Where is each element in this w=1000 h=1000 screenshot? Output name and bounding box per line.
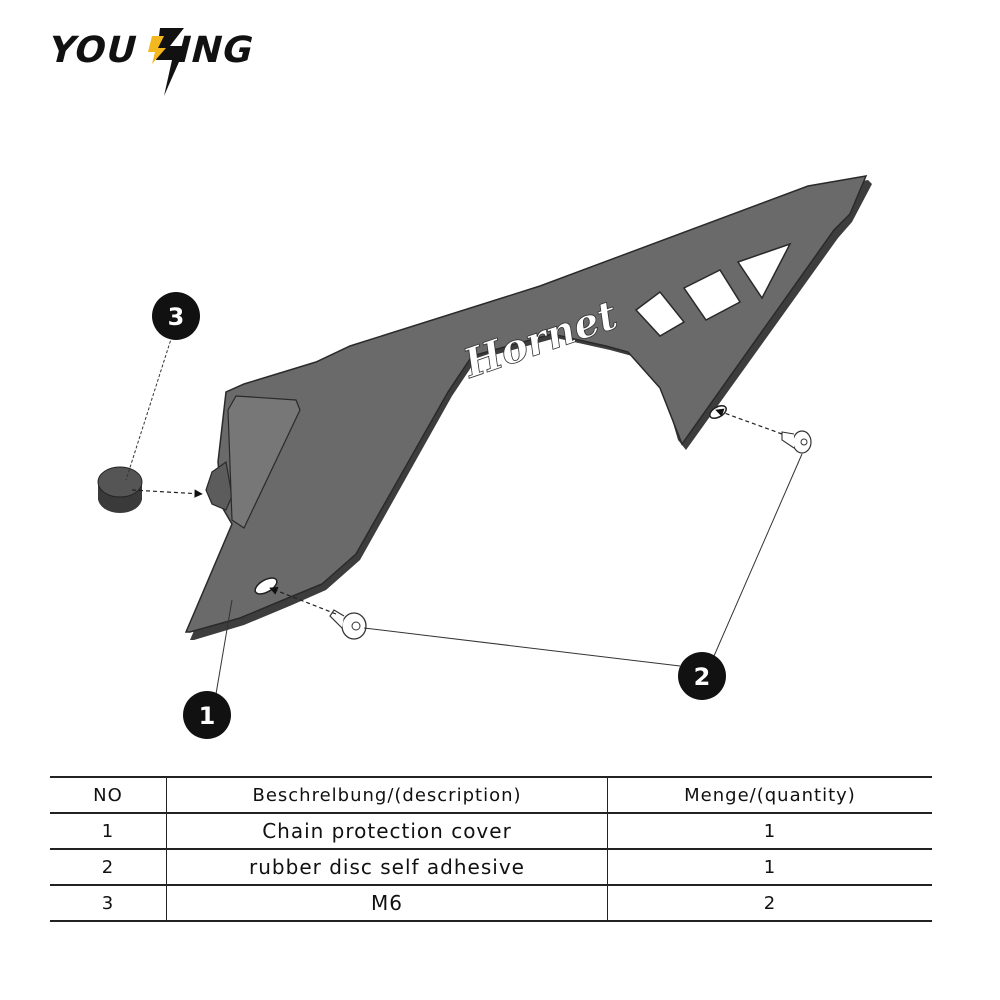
table-row: 2 rubber disc self adhesive 1 <box>50 849 932 886</box>
vent-cutout <box>736 242 792 300</box>
header-no: NO <box>50 776 167 814</box>
assembly-diagram: Hornet 3 1 2 <box>97 175 872 739</box>
parts-table: NO Beschrelbung/(description) Menge/(qua… <box>50 776 932 922</box>
row-quantity: 1 <box>607 813 932 850</box>
vent-cutout <box>634 290 686 337</box>
table-row: 1 Chain protection cover 1 <box>50 813 932 850</box>
assembly-arrow <box>131 489 203 498</box>
table-header-row: NO Beschrelbung/(description) Menge/(qua… <box>50 776 932 814</box>
row-quantity: 2 <box>607 885 932 922</box>
row-no: 2 <box>50 849 167 886</box>
callout-1: 1 <box>183 691 231 739</box>
table-row: 3 M6 2 <box>50 885 932 922</box>
callout-3: 3 <box>152 292 200 340</box>
row-no: 1 <box>50 813 167 850</box>
svg-text:YOU: YOU <box>43 29 142 71</box>
svg-text:2: 2 <box>694 663 711 691</box>
rubber-disc <box>97 466 143 513</box>
leader-line <box>125 335 173 481</box>
leader-line <box>713 453 803 657</box>
leader-line <box>363 627 681 667</box>
header-description: Beschrelbung/(description) <box>166 776 608 814</box>
row-description: rubber disc self adhesive <box>166 849 608 886</box>
svg-text:3: 3 <box>168 303 185 331</box>
header-quantity: Menge/(quantity) <box>607 776 932 814</box>
brand-logo: YOU ING <box>43 28 259 96</box>
row-quantity: 1 <box>607 849 932 886</box>
assembly-arrow <box>715 408 783 435</box>
lightning-bolt-icon <box>156 28 186 96</box>
screw-left <box>329 609 367 640</box>
vent-cutout <box>682 269 742 321</box>
screw-right <box>781 430 812 454</box>
leader-line <box>215 599 233 695</box>
callout-2: 2 <box>678 652 726 700</box>
row-description: M6 <box>166 885 608 922</box>
mounting-slot <box>254 577 278 595</box>
svg-text:1: 1 <box>199 702 216 730</box>
assembly-arrow <box>269 586 337 615</box>
row-no: 3 <box>50 885 167 922</box>
svg-text:ING: ING <box>172 29 259 71</box>
row-description: Chain protection cover <box>166 813 608 850</box>
